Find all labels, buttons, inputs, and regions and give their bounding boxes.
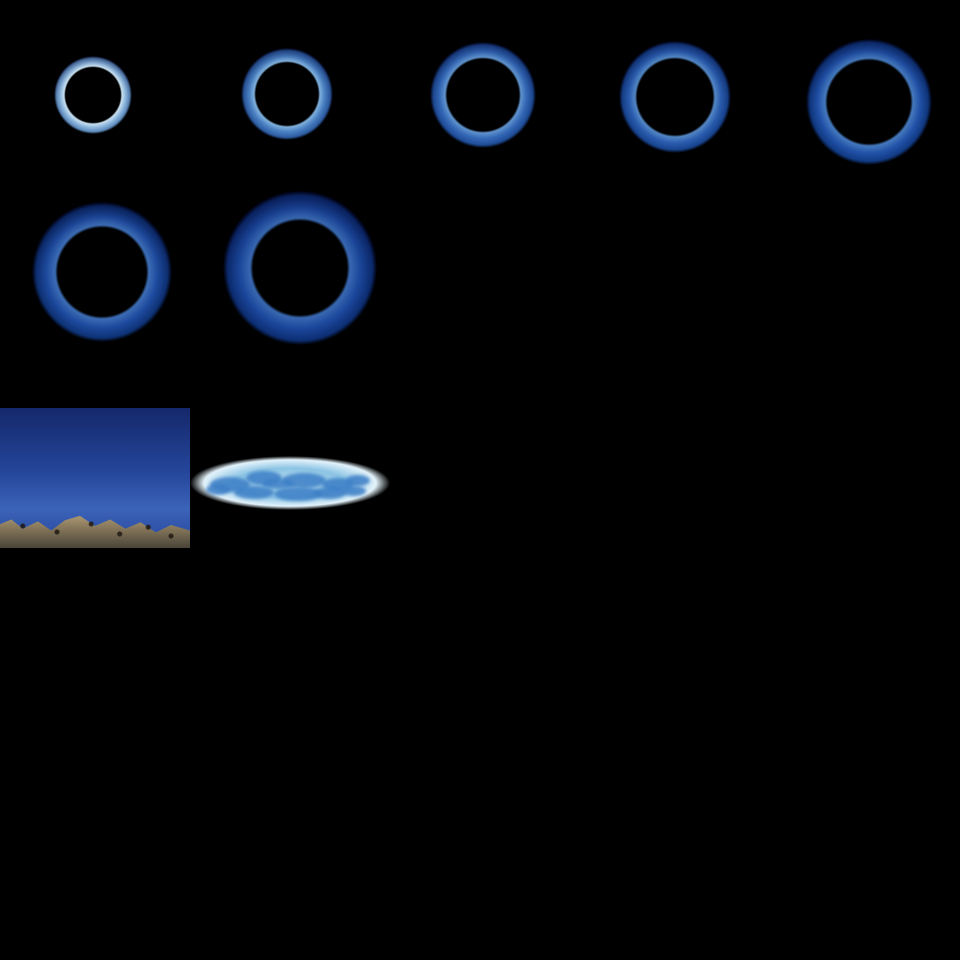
water-surface-ellipse-sprite (190, 456, 390, 510)
ring-sprite-frame-3 (430, 42, 536, 148)
ring-sprite-frame-2 (241, 48, 333, 140)
ring-sprite-frame-5 (806, 39, 932, 165)
water-ripple-spot-6 (274, 487, 322, 502)
water-ripple-spot-7 (314, 487, 346, 500)
water-ripple-spot-11 (342, 486, 366, 496)
seafloor-rock-speckles (0, 508, 190, 548)
underwater-scene-tile (0, 408, 190, 548)
water-ripple-spot-10 (262, 478, 294, 490)
water-ripple-spot-9 (346, 475, 370, 487)
ring-sprite-frame-6 (32, 202, 172, 342)
water-ripple-spot-8 (206, 484, 230, 495)
ring-sprite-frame-1 (54, 56, 132, 134)
ring-sprite-frame-7 (223, 191, 377, 345)
ring-sprite-frame-4 (619, 41, 731, 153)
water-ripple-spot-5 (234, 486, 274, 500)
